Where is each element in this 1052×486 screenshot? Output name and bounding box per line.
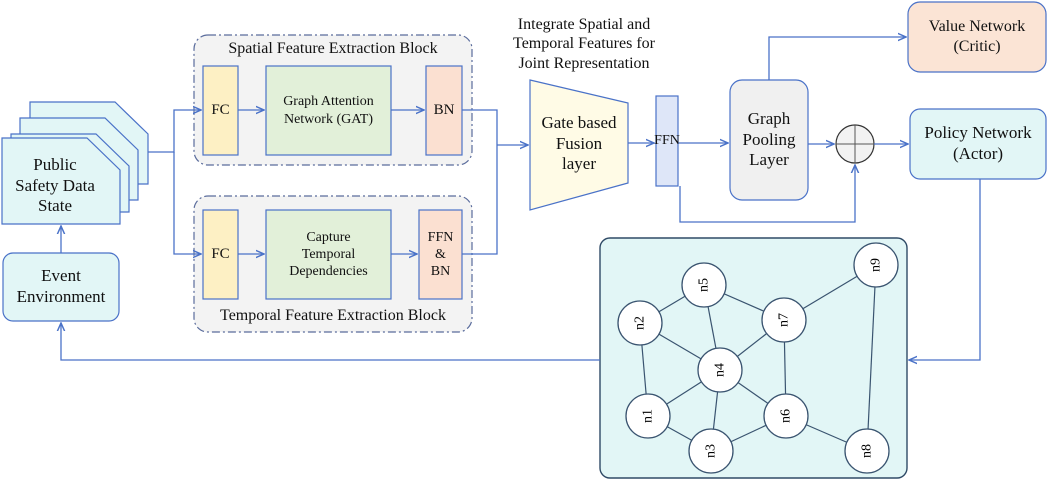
graph-node-n3: n3 [688,428,734,474]
graph-edge-n9-n8 [866,264,877,452]
policy-network-label: Policy Network (Actor) [924,123,1032,163]
fusion-label: Gate based Fusion layer [541,112,617,174]
graph-node-n4: n4 [697,347,743,393]
gat-label: Graph Attention Network (GAT) [283,94,374,127]
temporal-fc-label: FC [211,246,230,263]
graph-node-label: n8 [860,444,875,458]
policy-network-box [909,108,1047,180]
graph-node-label: n6 [779,409,794,423]
gat-box [265,65,392,156]
graph-node-n6: n6 [763,393,809,439]
graph-nodes: n1 n2 n3 n4 n5 n6 n7 n8 n9 [617,242,899,474]
ffn-box [655,95,679,187]
graph-panel [599,237,908,479]
value-network-label: Value Network (Critic) [928,18,1026,55]
spatial-block-title: Spatial Feature Extraction Block [228,40,438,58]
environment-label: Event Environment [16,266,106,306]
state-label: Public Safety Data State [15,154,95,216]
temporal-ffn-bn-box [418,209,463,300]
graph-node-label: n5 [697,278,712,292]
connectors [61,37,981,360]
value-network-box [907,1,1047,73]
graph-node-label: n3 [704,444,719,458]
graph-node-n7: n7 [761,297,807,343]
spatial-bn-label: BN [433,102,455,119]
fusion-layer-shape [529,79,629,211]
capture-box [265,209,392,300]
pooling-label: Graph Pooling Layer [742,108,796,170]
graph-node-n1: n1 [625,393,671,439]
state-stack [1,101,149,225]
temporal-block-title: Temporal Feature Extraction Block [220,307,446,325]
spatial-fc-label: FC [211,102,230,119]
graph-node-label: n7 [777,313,792,327]
graph-node-label: n9 [869,258,884,272]
graph-node-n8: n8 [844,428,890,474]
graph-node-label: n2 [633,316,648,330]
graph-node-n2: n2 [617,300,663,346]
temporal-ffn-bn-label: FFN & BN [427,229,454,280]
fusion-caption: Integrate Spatial and Temporal Features … [513,15,655,72]
sum-node [835,124,875,164]
graph-node-label: n4 [713,363,728,377]
temporal-fc-box [202,209,239,300]
capture-label: Capture Temporal Dependencies [289,229,368,280]
spatial-bn-box [425,65,463,156]
ffn-label: FFN [654,133,680,149]
graph-node-n9: n9 [853,242,899,288]
state-document [1,137,121,225]
graph-node-n5: n5 [681,262,727,308]
graph-node-label: n1 [641,409,656,423]
spatial-fc-box [202,65,239,156]
